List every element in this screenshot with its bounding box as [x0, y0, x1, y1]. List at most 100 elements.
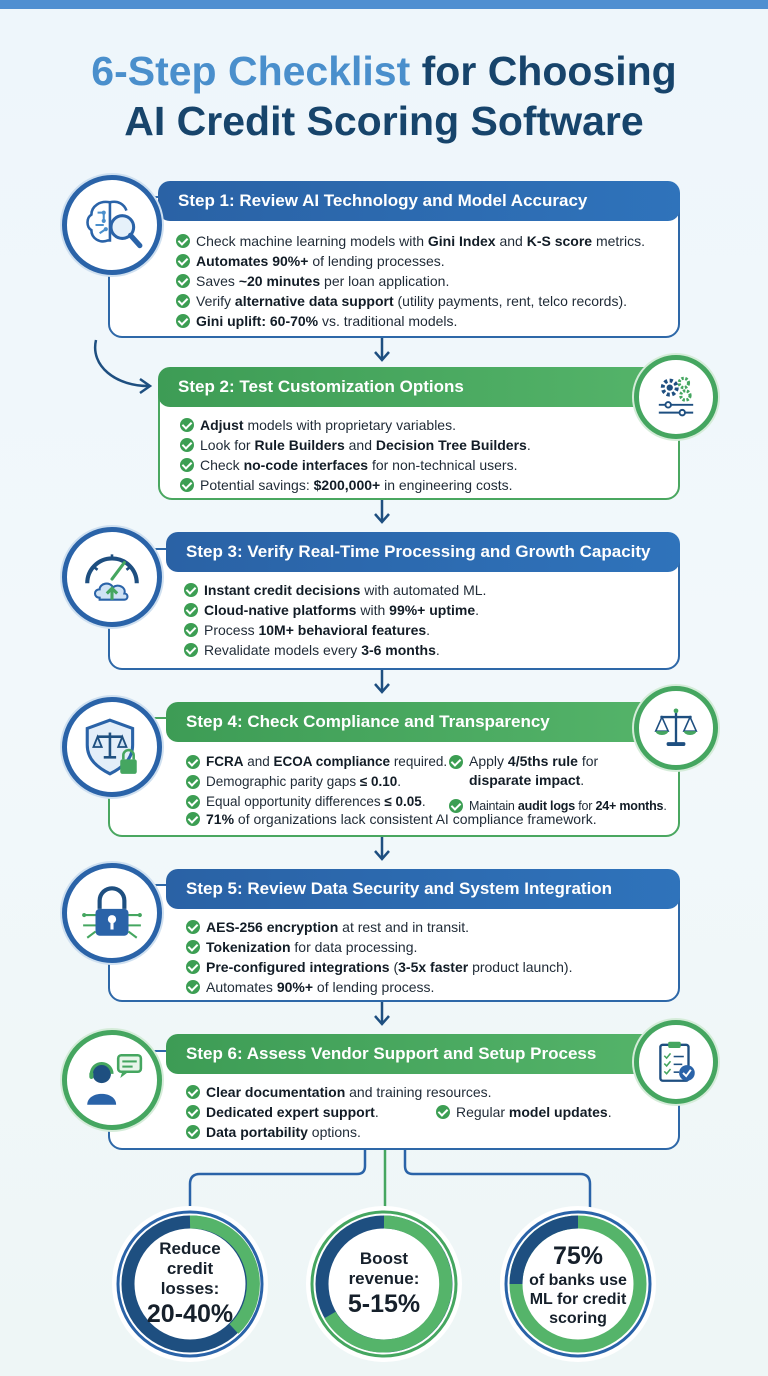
step-3-list: Instant credit decisions with automated … — [184, 580, 486, 660]
check-circle-icon — [186, 940, 200, 954]
checklist-item: Tokenization for data processing. — [186, 937, 572, 957]
check-circle-icon — [184, 623, 198, 637]
checklist-clipboard-icon — [659, 1041, 695, 1082]
stat-banks-ml: 75% of banks use ML for credit scoring — [500, 1206, 656, 1362]
stat-label: Reduce credit losses: — [159, 1239, 221, 1298]
stat-credit-losses: Reduce credit losses: 20-40% — [112, 1206, 268, 1362]
step-4-list-right: Apply 4/5ths rule for disparate impact.M… — [449, 752, 681, 816]
check-circle-icon — [186, 1105, 200, 1119]
checklist-item: AES-256 encryption at rest and in transi… — [186, 917, 572, 937]
check-circle-icon — [184, 603, 198, 617]
step-2-title: Step 2: Test Customization Options — [178, 377, 464, 396]
stat-revenue: Boost revenue: 5-15% — [306, 1206, 462, 1362]
stat-label: Boost revenue: — [348, 1249, 420, 1288]
step-1-icon-circle — [62, 175, 162, 275]
checklist-item: Verify alternative data support (utility… — [176, 291, 645, 311]
checklist-item: Instant credit decisions with automated … — [184, 580, 486, 600]
check-circle-icon — [186, 795, 200, 809]
step-2-banner: Step 2: Test Customization Options — [158, 367, 670, 407]
stat-value: 20-40% — [146, 1300, 234, 1328]
check-circle-icon — [186, 1085, 200, 1099]
speedometer-cloud-icon — [85, 554, 139, 601]
check-circle-icon — [180, 438, 194, 452]
check-circle-icon — [186, 755, 200, 769]
down-arrow-1 — [374, 338, 390, 362]
checklist-item: Regular model updates. — [436, 1102, 612, 1122]
step-6-title: Step 6: Assess Vendor Support and Setup … — [186, 1044, 597, 1063]
down-arrow-3 — [374, 670, 390, 694]
check-circle-icon — [186, 920, 200, 934]
check-circle-icon — [436, 1105, 450, 1119]
step-5-list: AES-256 encryption at rest and in transi… — [186, 917, 572, 997]
checklist-item: Revalidate models every 3-6 months. — [184, 640, 486, 660]
checklist-item: Check machine learning models with Gini … — [176, 231, 645, 251]
checklist-item: Adjust models with proprietary variables… — [180, 415, 531, 435]
stat-ring — [116, 1210, 264, 1358]
step-3-icon-circle — [62, 527, 162, 627]
checklist-item: Apply 4/5ths rule for disparate impact. — [449, 752, 619, 790]
curved-connector-arrow — [93, 339, 153, 395]
checklist-item: Automates 90%+ of lending process. — [186, 977, 572, 997]
check-circle-icon — [184, 643, 198, 657]
step-2-icon-circle — [634, 355, 718, 439]
step-4-icon-circle — [62, 697, 162, 797]
check-circle-icon — [186, 775, 200, 789]
checklist-item: Saves ~20 minutes per loan application. — [176, 271, 645, 291]
checklist-item: Data portability options. — [186, 1122, 492, 1142]
check-circle-icon — [176, 254, 190, 268]
step-6-icon-circle-right — [634, 1020, 718, 1104]
stat-ring — [310, 1210, 458, 1358]
check-circle-icon — [449, 755, 463, 769]
shield-scales-icon — [85, 718, 137, 776]
checklist-item: Check no-code interfaces for non-technic… — [180, 455, 531, 475]
check-circle-icon — [176, 274, 190, 288]
step-2-list: Adjust models with proprietary variables… — [180, 415, 531, 495]
title-highlight: 6-Step Checklist — [91, 48, 411, 94]
step-5-title: Step 5: Review Data Security and System … — [186, 879, 613, 898]
checklist-item: Potential savings: $200,000+ in engineer… — [180, 475, 531, 495]
check-circle-icon — [186, 980, 200, 994]
top-accent-bar — [0, 0, 768, 9]
checklist-item: Automates 90%+ of lending processes. — [176, 251, 645, 271]
down-arrow-5 — [374, 1002, 390, 1026]
step-6-banner: Step 6: Assess Vendor Support and Setup … — [166, 1034, 670, 1074]
check-circle-icon — [176, 314, 190, 328]
step-5-icon-circle — [62, 863, 162, 963]
step-6-list-right: Regular model updates. — [436, 1102, 612, 1122]
check-circle-icon — [180, 458, 194, 472]
checklist-item: 71% of organizations lack consistent AI … — [186, 809, 597, 829]
checklist-item: FCRA and ECOA compliance required. — [186, 752, 447, 772]
checklist-item: Cloud-native platforms with 99%+ uptime. — [184, 600, 486, 620]
checklist-item: Gini uplift: 60-70% vs. traditional mode… — [176, 311, 645, 331]
checklist-item: Equal opportunity differences ≤ 0.05. — [186, 792, 447, 812]
title-rest: for Choosing — [410, 48, 677, 94]
check-circle-icon — [186, 812, 200, 826]
down-arrow-4 — [374, 837, 390, 861]
check-circle-icon — [184, 583, 198, 597]
step-4-icon-circle-right — [634, 686, 718, 770]
step-1-list: Check machine learning models with Gini … — [176, 231, 645, 331]
checklist-item: Demographic parity gaps ≤ 0.10. — [186, 772, 447, 792]
stat-ring — [504, 1210, 652, 1358]
checklist-item: Process 10M+ behavioral features. — [184, 620, 486, 640]
check-circle-icon — [449, 799, 463, 813]
down-arrow-2 — [374, 500, 390, 524]
check-circle-icon — [186, 960, 200, 974]
stat-value: 75% — [552, 1241, 604, 1270]
branch-connectors — [188, 1150, 592, 1210]
checklist-item: Clear documentation and training resourc… — [186, 1082, 492, 1102]
checklist-item: Dedicated expert support. — [186, 1102, 492, 1122]
check-circle-icon — [186, 1125, 200, 1139]
step-1-banner: Step 1: Review AI Technology and Model A… — [158, 181, 680, 221]
step-6-icon-circle — [62, 1030, 162, 1130]
stat-value: 5-15% — [347, 1290, 421, 1318]
check-circle-icon — [180, 478, 194, 492]
page-title: 6-Step Checklist for Choosing AI Credit … — [0, 46, 768, 146]
check-circle-icon — [176, 294, 190, 308]
brain-magnifier-icon — [86, 200, 143, 249]
step-3-title: Step 3: Verify Real-Time Processing and … — [186, 542, 651, 561]
check-circle-icon — [176, 234, 190, 248]
scales-icon — [654, 708, 698, 746]
padlock-circuit-icon — [82, 886, 142, 939]
step-6-list-left: Clear documentation and training resourc… — [186, 1082, 492, 1142]
